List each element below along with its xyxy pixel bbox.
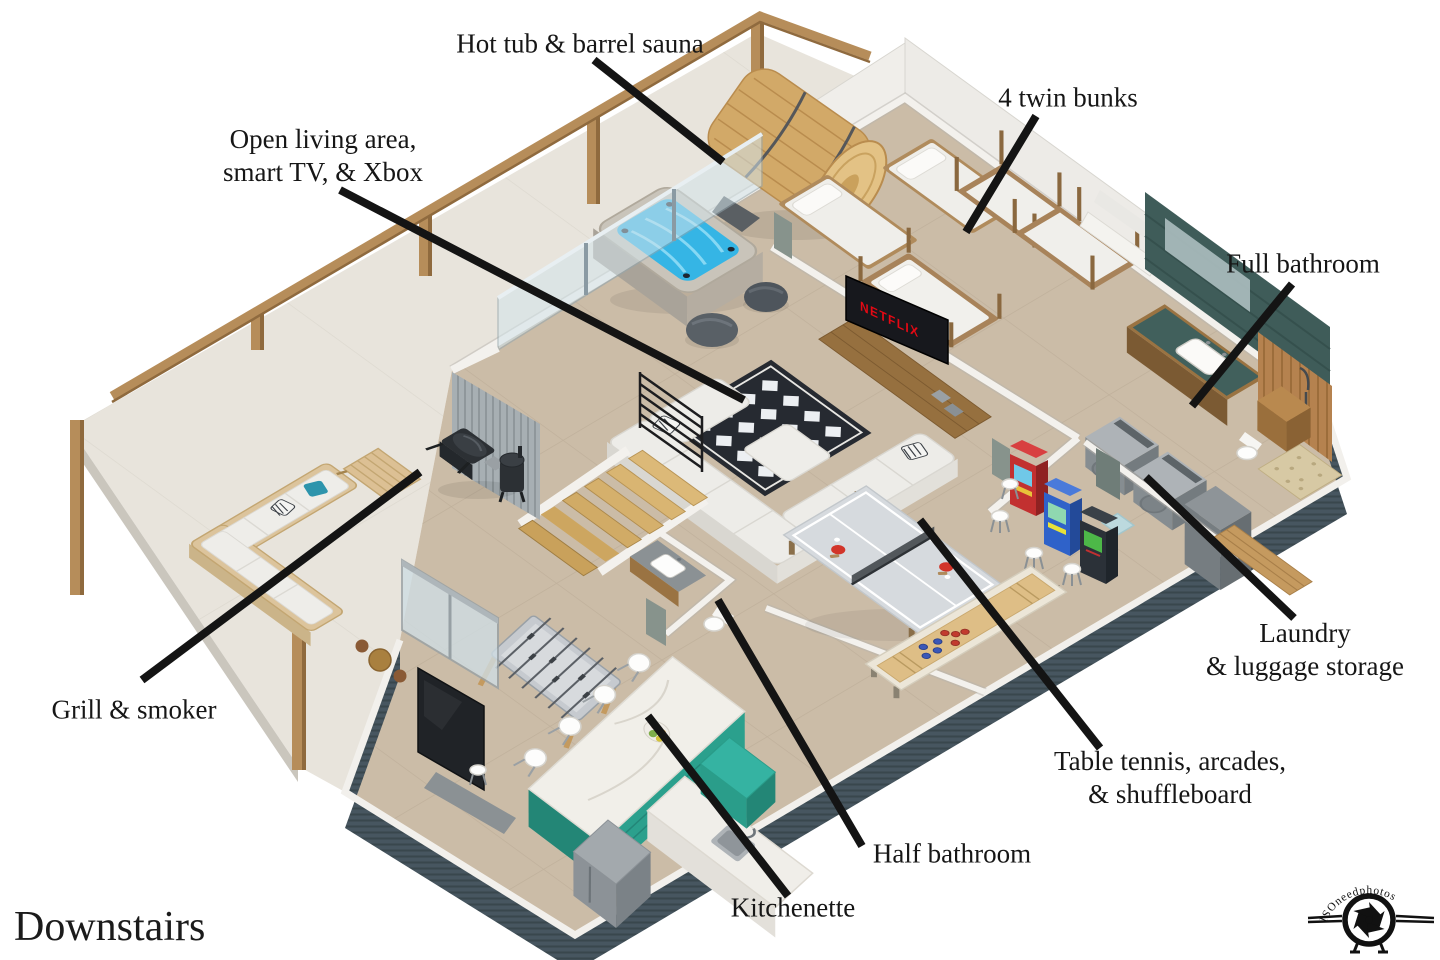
leader-full-bath (1188, 281, 1296, 409)
exterior-siding (340, 400, 1352, 960)
leader-half-bath (714, 597, 866, 849)
leader-games (916, 517, 1104, 751)
bath-vanity (1126, 304, 1266, 426)
net (851, 526, 935, 585)
stair-railing (638, 372, 704, 472)
leader-bunks (962, 113, 1040, 235)
bean-bags (685, 282, 789, 349)
label-text: 4 twin bunks (998, 82, 1138, 113)
shelf-unit (1079, 211, 1159, 277)
leader-kitchenette (644, 713, 792, 899)
pergola-beam (109, 11, 872, 400)
label-full-bath: Full bathroom (1226, 248, 1380, 281)
west-wall-features (401, 372, 540, 690)
label-bunks: 4 twin bunks (998, 82, 1138, 115)
watermark-logo: ISOneedphotos (1307, 884, 1435, 954)
shuffleboard-pucks (918, 628, 970, 659)
bath-mirror (1165, 218, 1250, 312)
island-stools (512, 653, 651, 778)
bunk-bed (1012, 172, 1140, 290)
media-console (818, 317, 992, 439)
label-text: Full bathroom (1226, 248, 1380, 279)
label-text: Open living area, (229, 124, 417, 155)
label-living: Open living area,smart TV, & Xbox (223, 123, 423, 189)
wall-table-stools (355, 639, 487, 786)
arcade-machines (990, 440, 1118, 586)
aperture-icon (1307, 893, 1435, 954)
label-text: & shuffleboard (1088, 779, 1252, 809)
page-title: Downstairs (14, 904, 206, 950)
twin-bed-posts (858, 227, 1002, 348)
label-half-bath: Half bathroom (873, 838, 1031, 871)
leader-living (338, 186, 746, 404)
label-text: Half bathroom (872, 838, 1032, 869)
ottoman (744, 424, 831, 482)
half-bath-door (646, 598, 666, 646)
bath-toilet (1236, 432, 1262, 461)
luggage-bench (1211, 524, 1313, 596)
label-text: & luggage storage (1206, 651, 1404, 681)
logo-legs (1350, 941, 1388, 954)
label-hot-tub: Hot tub & barrel sauna (456, 28, 703, 61)
kitchen-tv (417, 666, 516, 834)
grill (425, 428, 518, 499)
label-text: Kitchenette (730, 892, 856, 923)
label-laundry: Laundry& luggage storage (1206, 617, 1404, 683)
smoker (498, 446, 526, 503)
staircase (517, 372, 709, 577)
sliding-glass-door (401, 558, 499, 690)
leader-hot-tub (591, 56, 726, 166)
label-text: Laundry (1259, 618, 1351, 649)
arcade-cabinet-blue (1044, 478, 1082, 556)
fridge (572, 819, 652, 928)
teal-pillow (303, 480, 328, 497)
label-text: Table tennis, arcades, (1053, 746, 1287, 777)
laundry-door (1096, 448, 1120, 500)
label-kitchenette: Kitchenette (731, 892, 855, 925)
wing-lines (1307, 914, 1435, 924)
deck-edge-face (70, 428, 298, 782)
paddle (829, 537, 954, 579)
label-text: smart TV, & Xbox (222, 157, 424, 187)
full-bathroom (1126, 192, 1343, 501)
bunk-room-door (774, 212, 792, 259)
label-grill: Grill & smoker (52, 694, 217, 727)
label-text: Hot tub & barrel sauna (456, 28, 704, 59)
label-text: Grill & smoker (51, 694, 217, 725)
bath-cabinet (1257, 386, 1311, 452)
leader-lines (139, 56, 1297, 899)
shuffleboard-table (864, 565, 1068, 699)
laundry-area (1082, 416, 1313, 596)
twin-bed (779, 175, 917, 269)
arcade-cabinet-dark (1080, 506, 1118, 584)
wall-cap (340, 400, 1352, 940)
bar-stools (990, 478, 1082, 586)
game-room-door (992, 438, 1010, 485)
stair-treads (517, 449, 709, 577)
faucet (746, 828, 756, 839)
label-games: Table tennis, arcades,& shuffleboard (1054, 745, 1286, 811)
shower-head (1299, 366, 1310, 406)
half-bath-vanity (629, 540, 707, 607)
leader-grill (139, 468, 423, 684)
teal-cabinet (699, 736, 777, 829)
leader-laundry (1143, 474, 1297, 621)
